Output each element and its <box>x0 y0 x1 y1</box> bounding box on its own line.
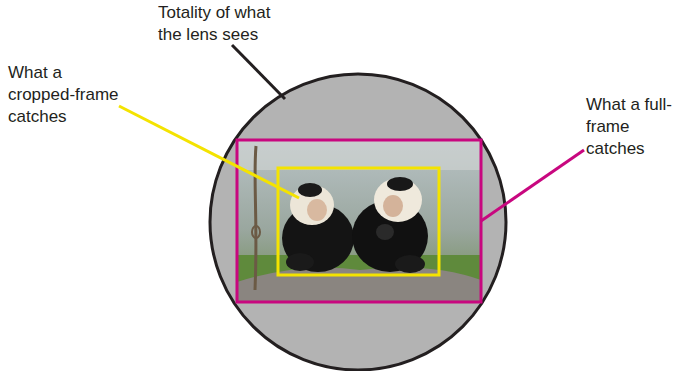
lens-circle <box>210 74 506 370</box>
leader-line <box>481 150 584 221</box>
callout-label: Totality of what the lens sees <box>158 2 298 46</box>
leader-line <box>119 106 299 198</box>
rope-knot <box>252 226 260 238</box>
callout-label: What a cropped-frame catches <box>8 62 130 128</box>
crop-frame-rect <box>278 168 439 275</box>
full-frame-rect <box>237 140 481 302</box>
monkey-photo <box>237 140 481 302</box>
leader-line <box>232 45 285 99</box>
callout-label: What a full-frame catches <box>586 94 676 160</box>
rope <box>255 146 256 290</box>
